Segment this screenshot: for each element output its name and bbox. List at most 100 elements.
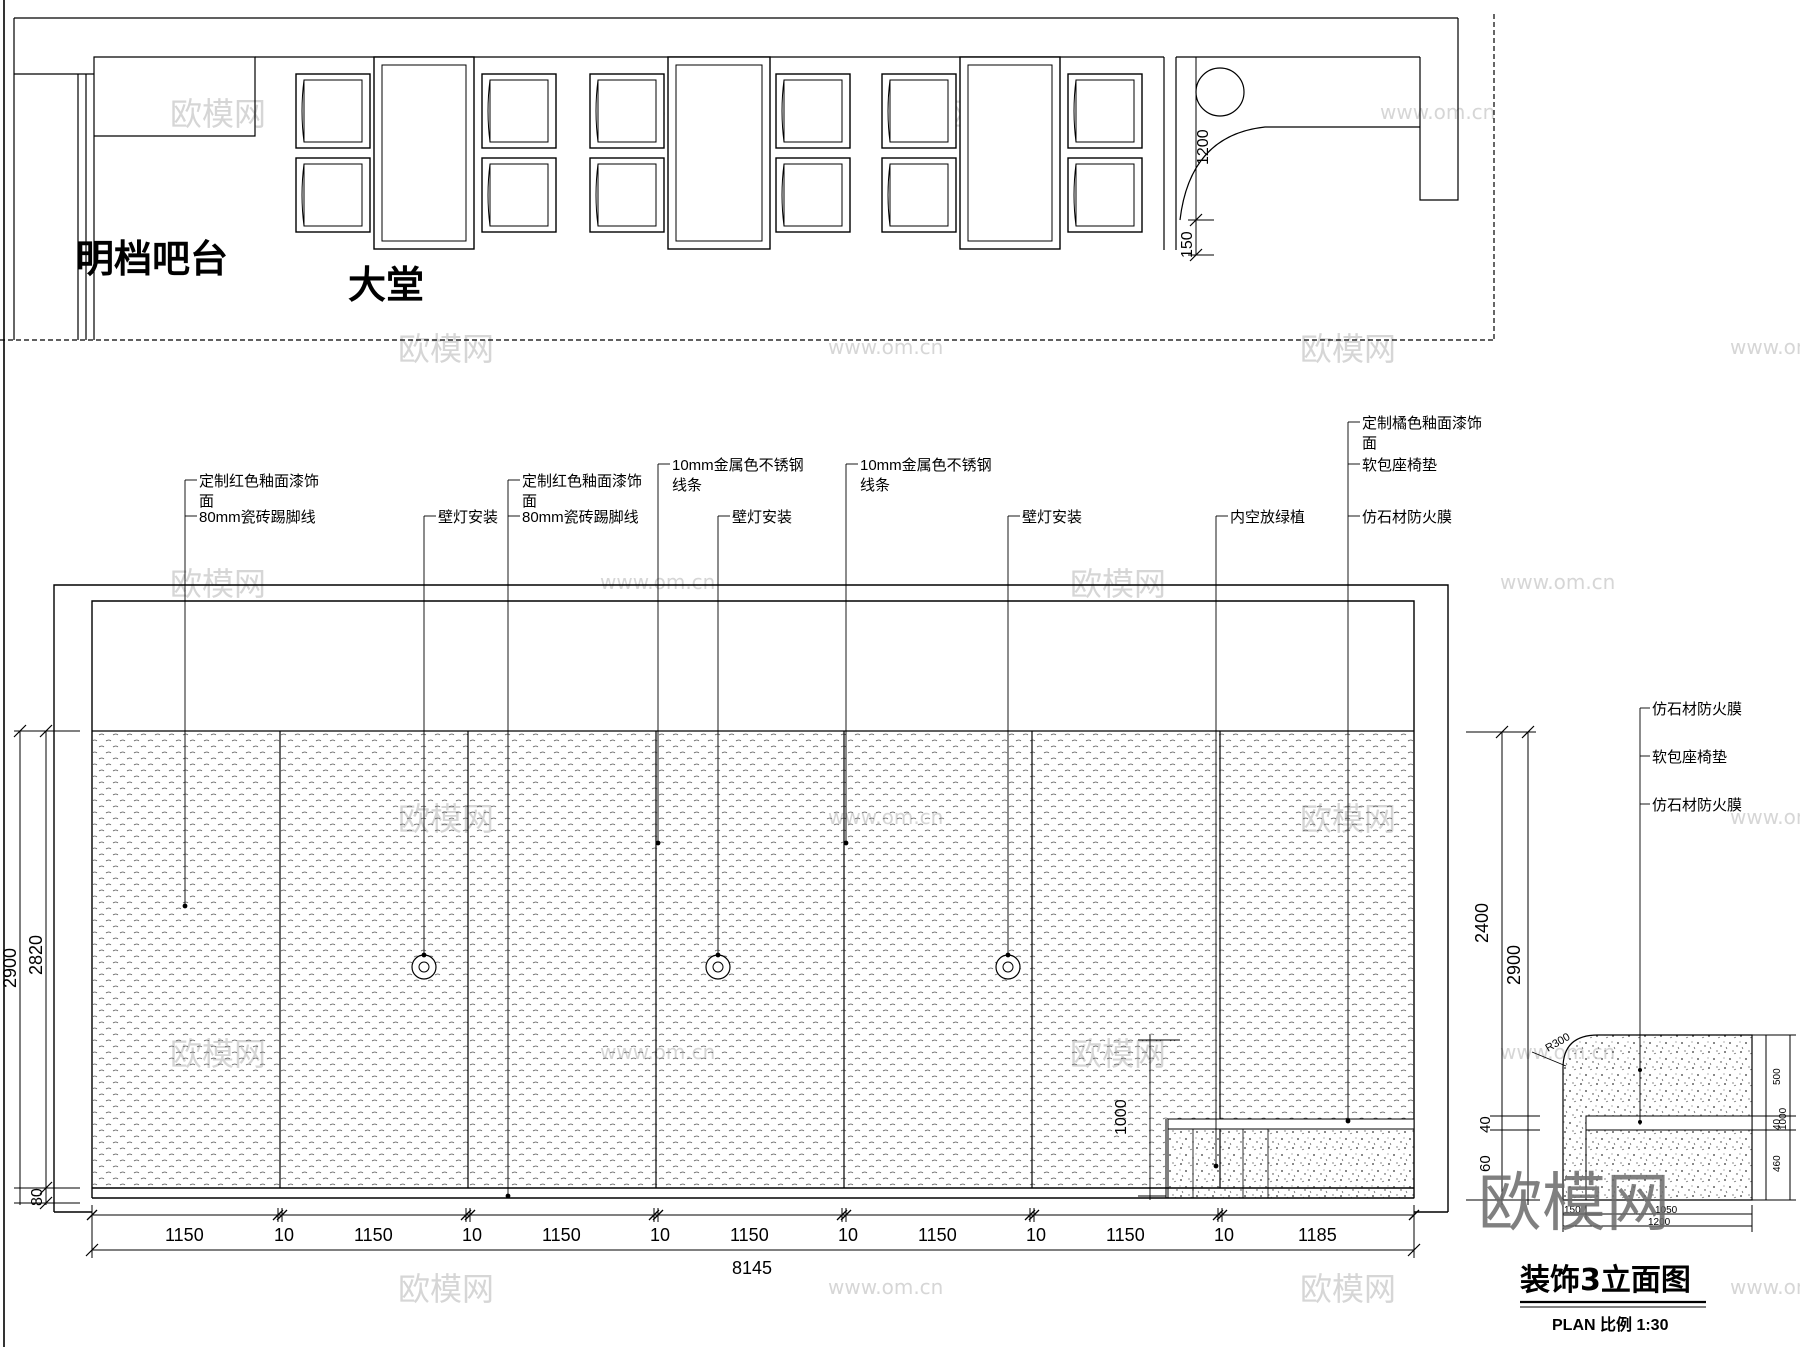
plan-chair <box>881 157 957 233</box>
section-dim-2400: 2400 <box>1472 903 1492 943</box>
dim-segment: 10 <box>1026 1225 1046 1245</box>
left-dimensions: 2900 2820 80 <box>0 724 80 1210</box>
callout-note: 壁灯安装 <box>732 509 792 526</box>
plan-chair <box>481 73 557 149</box>
dim-left-2820: 2820 <box>26 935 46 975</box>
watermark-text: 欧模网 <box>1300 1270 1396 1308</box>
plan-chair <box>775 157 851 233</box>
callout-note: 10mm金属色不锈钢 <box>672 457 804 474</box>
drawing-scale: PLAN 比例 1:30 <box>1552 1315 1669 1334</box>
plan-view: 1200 150 明档吧台 大堂 <box>0 0 1495 1347</box>
plan-dim-1200: 1200 <box>1195 129 1212 165</box>
watermark-url: www.om.cn <box>1730 1275 1800 1299</box>
callout-leader: 壁灯安装 <box>421 509 498 958</box>
dim-segment: 1150 <box>354 1225 393 1245</box>
drawing-title: 装饰3立面图 <box>1520 1263 1691 1298</box>
dim-segment: 1150 <box>730 1225 769 1245</box>
plan-chair <box>481 157 557 233</box>
wall-lamp-symbol <box>705 954 731 980</box>
dim-segment: 10 <box>838 1225 858 1245</box>
plan-chair <box>1067 73 1143 149</box>
plan-chair <box>1067 157 1143 233</box>
dim-total-8145: 8145 <box>732 1258 772 1278</box>
section-dim-460: 460 <box>1772 1155 1783 1172</box>
callout-note: 定制红色釉面漆饰 <box>522 473 642 490</box>
dim-left-2900: 2900 <box>0 948 20 988</box>
callout-note: 80mm瓷砖踢脚线 <box>199 509 316 526</box>
callout-note-cont: 面 <box>1362 435 1377 452</box>
callout-note: 定制橘色釉面漆饰 <box>1362 415 1482 432</box>
main-elevation: 1000 定制红色釉面漆饰面80mm瓷砖踢脚线壁灯安装定制红色釉面漆饰面80mm… <box>0 415 1482 1278</box>
title-block: 装饰3立面图 PLAN 比例 1:30 <box>1520 1263 1706 1334</box>
watermark-url: www.om.cn <box>1730 335 1800 359</box>
section-note-3: 仿石材防火膜 <box>1652 797 1742 814</box>
section-dim-60: 60 <box>1477 1155 1494 1172</box>
callout-note-cont: 线条 <box>672 477 702 494</box>
section-bottom-150: 150 <box>1564 1205 1581 1216</box>
callout-leader: 内空放绿植 <box>1213 509 1305 1169</box>
label-hall: 大堂 <box>348 263 424 307</box>
callout-note: 壁灯安装 <box>438 509 498 526</box>
section-bottom-1200: 1200 <box>1648 1217 1671 1228</box>
dim-segment: 10 <box>1214 1225 1234 1245</box>
section-dim-40b: 40 <box>1772 1118 1783 1130</box>
section-dim-2900: 2900 <box>1504 945 1524 985</box>
callout-note: 10mm金属色不锈钢 <box>860 457 992 474</box>
watermark-url: www.om.cn <box>828 1275 943 1299</box>
watermark-text: 欧模网 <box>1070 565 1166 603</box>
dim-segment: 1150 <box>918 1225 957 1245</box>
watermark-url: www.om.cn <box>1730 805 1800 829</box>
plan-dimension: 1200 150 <box>1179 57 1214 262</box>
watermark-url: www.om.cn <box>1500 570 1615 594</box>
watermark-text: 欧模网 <box>398 330 494 368</box>
dim-segment: 1185 <box>1298 1225 1337 1245</box>
callout-note-cont: 面 <box>522 493 537 510</box>
dim-segment: 10 <box>274 1225 294 1245</box>
plan-dim-150: 150 <box>1179 231 1196 258</box>
callout-note-cont: 线条 <box>860 477 890 494</box>
dim-left-80: 80 <box>29 1188 46 1206</box>
callout-note: 内空放绿植 <box>1230 509 1305 526</box>
watermark-text: 欧模网 <box>398 1270 494 1308</box>
section-detail: 仿石材防火膜 软包座椅垫 仿石材防火膜 2400 2900 40 60 R300… <box>1466 701 1796 1232</box>
label-bar-counter: 明档吧台 <box>76 237 228 281</box>
plan-chair <box>589 73 665 149</box>
section-dim-500: 500 <box>1772 1068 1783 1085</box>
section-note-2: 软包座椅垫 <box>1652 749 1727 766</box>
wall-lamp-symbol <box>411 954 437 980</box>
section-note-1: 仿石材防火膜 <box>1652 701 1742 718</box>
watermark-logo: 欧模网 <box>1478 1167 1670 1241</box>
watermark-text: 欧模网 <box>170 565 266 603</box>
dim-segment: 1150 <box>165 1225 204 1245</box>
section-bottom-1050: 1050 <box>1655 1205 1678 1216</box>
plan-chair <box>881 73 957 149</box>
plan-chair <box>589 157 665 233</box>
plan-table <box>667 56 771 250</box>
callout-leader: 壁灯安装 <box>715 509 792 958</box>
dim-bench-1000: 1000 <box>1113 1099 1130 1135</box>
callout-note: 软包座椅垫 <box>1362 457 1437 474</box>
wall-lamp-symbol <box>995 954 1021 980</box>
dim-segment: 10 <box>462 1225 482 1245</box>
callout-leader: 壁灯安装 <box>1005 509 1082 958</box>
dim-segment: 10 <box>650 1225 670 1245</box>
watermark-text: 欧模网 <box>1300 330 1396 368</box>
plan-table <box>373 56 475 250</box>
section-dim-40: 40 <box>1477 1116 1494 1133</box>
callout-note: 仿石材防火膜 <box>1362 509 1452 526</box>
watermark-text: 欧模网 <box>170 95 266 133</box>
section-dim-1000: 1000 <box>1778 1107 1789 1130</box>
callout-note-cont: 面 <box>199 493 214 510</box>
plan-table <box>959 56 1061 250</box>
plan-chair <box>295 73 371 149</box>
watermark-url: www.om.cn <box>828 335 943 359</box>
callout-note: 壁灯安装 <box>1022 509 1082 526</box>
watermark-url: www.om.cn <box>1380 100 1495 124</box>
callout-note: 定制红色釉面漆饰 <box>199 473 319 490</box>
